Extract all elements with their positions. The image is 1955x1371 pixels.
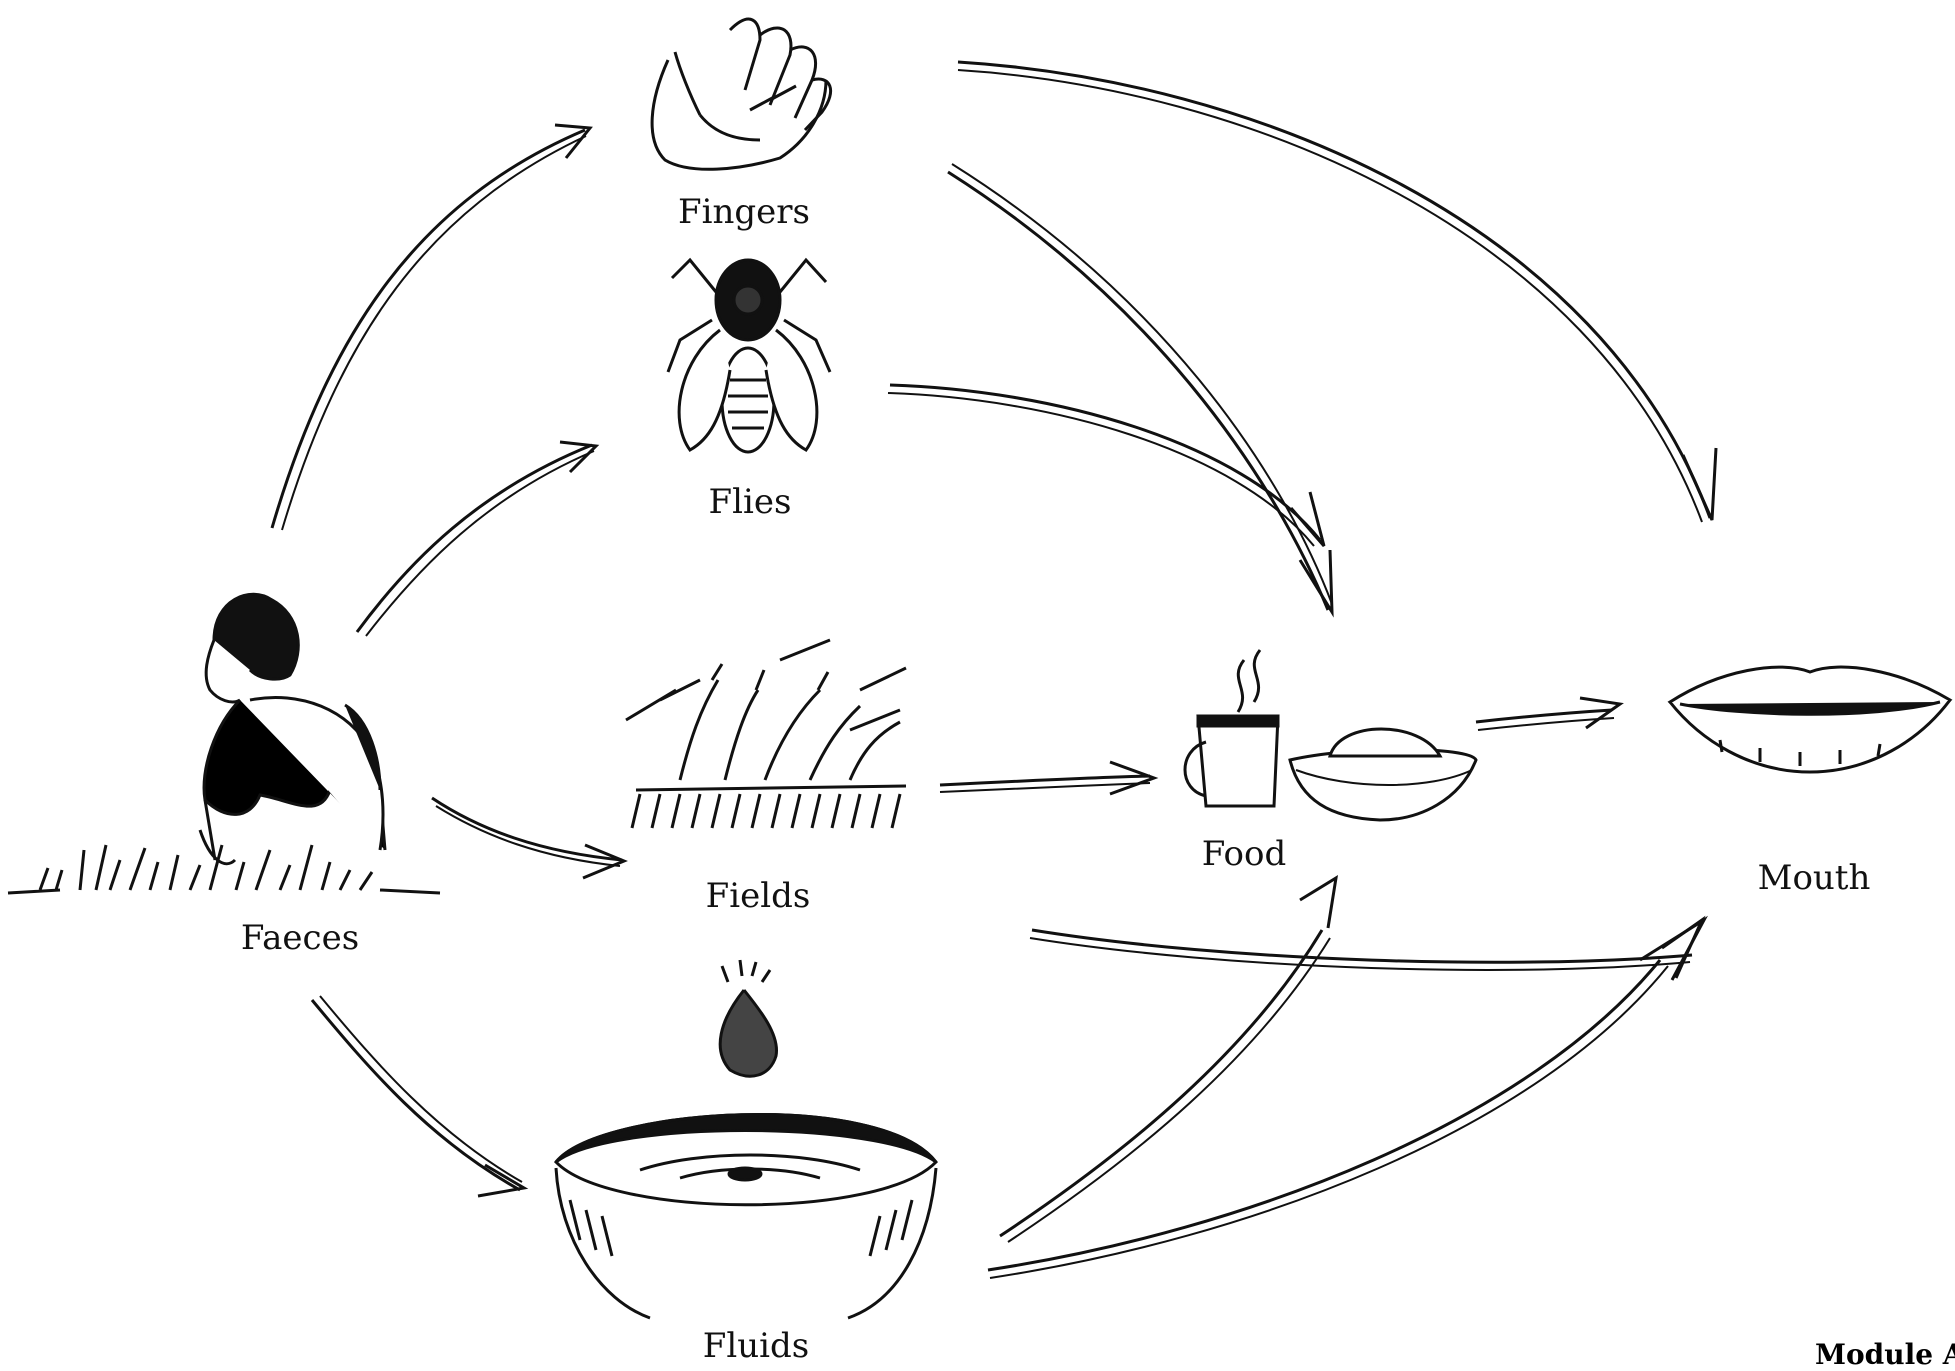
food-label: Food: [1201, 834, 1287, 874]
fly-icon: [666, 257, 832, 454]
flies-label: Flies: [708, 482, 792, 522]
fluids-label: Fluids: [702, 1326, 810, 1366]
squatting-person-icon: [7, 592, 441, 895]
crop-field-icon: [625, 638, 907, 829]
arrow-fingers-to-mouth: [957, 60, 1718, 523]
arrow-flies-to-food: [887, 383, 1326, 547]
arrow-faeces-to-fingers: [270, 123, 593, 531]
arrow-food-to-mouth: [1475, 696, 1624, 731]
arrow-faeces-to-fields: [431, 796, 628, 880]
arrow-fluids-to-food: [999, 875, 1338, 1243]
arrow-faeces-to-fluids: [310, 995, 529, 1198]
water-bowl-icon: [553, 959, 938, 1320]
arrow-fields-to-mouth: [1029, 915, 1706, 979]
arrow-fluids-to-mouth: [987, 915, 1708, 1279]
cup-and-bowl-icon: [1183, 649, 1478, 822]
arrow-fingers-to-food: [947, 163, 1334, 618]
fields-label: Fields: [705, 876, 811, 916]
arrow-faeces-to-flies: [355, 440, 600, 637]
corner-text: Module A: [1815, 1338, 1955, 1371]
arrow-fields-to-food: [939, 760, 1159, 796]
fingers-label: Fingers: [678, 192, 810, 232]
hand-icon: [650, 17, 833, 171]
mouth-label: Mouth: [1757, 858, 1871, 898]
lips-icon: [1667, 665, 1953, 774]
faeces-label: Faeces: [240, 918, 360, 958]
